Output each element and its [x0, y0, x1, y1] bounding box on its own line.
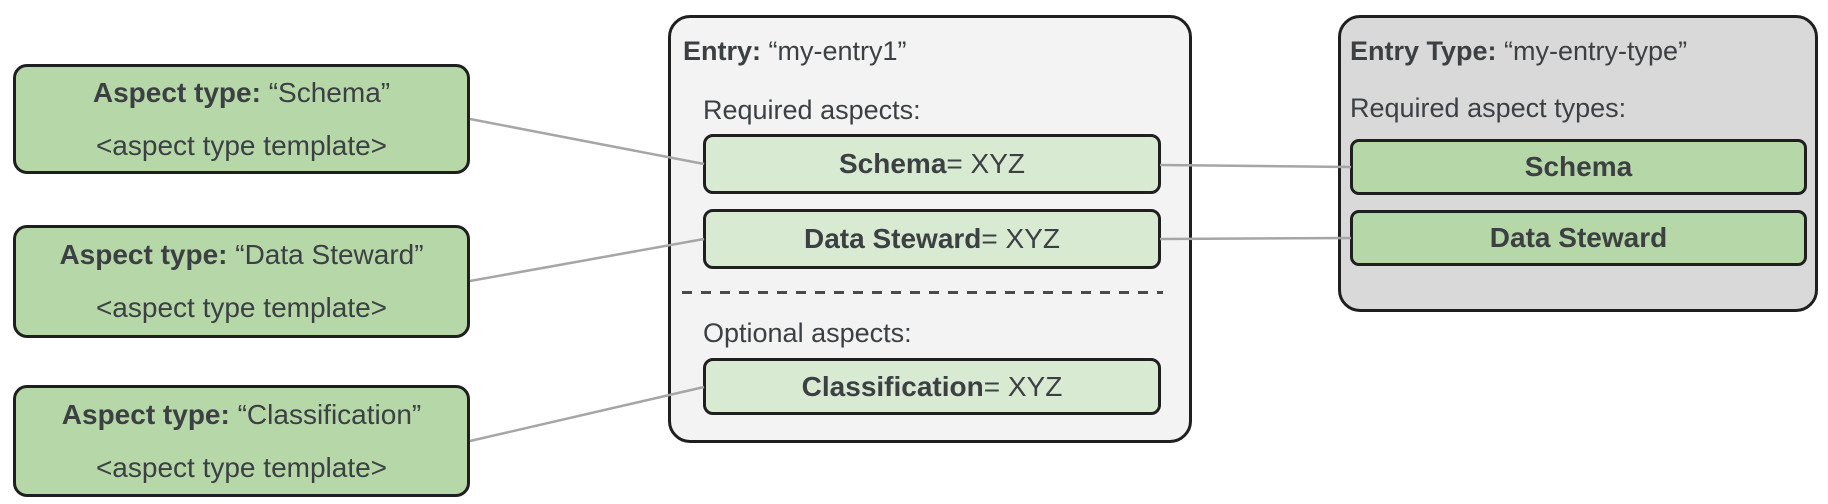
- aspect-type-card-data-steward: Aspect type: “Data Steward” <aspect type…: [13, 225, 470, 338]
- aspect-chip-classification: Classification = XYZ: [703, 358, 1161, 415]
- entry-card: Entry: “my-entry1” Required aspects: Sch…: [668, 15, 1192, 443]
- aspect-chip-schema: Schema = XYZ: [703, 134, 1161, 194]
- aspect-type-card-classification: Aspect type: “Classification” <aspect ty…: [13, 385, 470, 497]
- aspect-type-template: <aspect type template>: [95, 129, 388, 161]
- aspect-type-label: Aspect type: “Classification”: [61, 398, 422, 430]
- aspect-type-template: <aspect type template>: [95, 451, 388, 483]
- aspect-type-card-schema: Aspect type: “Schema” <aspect type templ…: [13, 64, 470, 174]
- required-aspects-label: Required aspects:: [703, 95, 921, 125]
- aspect-type-chip-schema: Schema: [1350, 139, 1807, 195]
- required-aspect-types-label: Required aspect types:: [1350, 93, 1627, 123]
- aspect-type-label: Aspect type: “Schema”: [92, 76, 391, 108]
- aspect-type-label: Aspect type: “Data Steward”: [59, 239, 424, 270]
- aspect-type-chip-data-steward: Data Steward: [1350, 210, 1807, 266]
- aspect-type-template: <aspect type template>: [95, 292, 388, 323]
- optional-aspects-label: Optional aspects:: [703, 318, 912, 348]
- required-optional-divider: [682, 291, 1163, 294]
- entry-title: Entry: “my-entry1”: [683, 36, 907, 66]
- aspect-chip-data-steward: Data Steward = XYZ: [703, 209, 1161, 269]
- entry-type-title: Entry Type: “my-entry-type”: [1350, 36, 1688, 66]
- entry-type-card: Entry Type: “my-entry-type” Required asp…: [1338, 15, 1818, 312]
